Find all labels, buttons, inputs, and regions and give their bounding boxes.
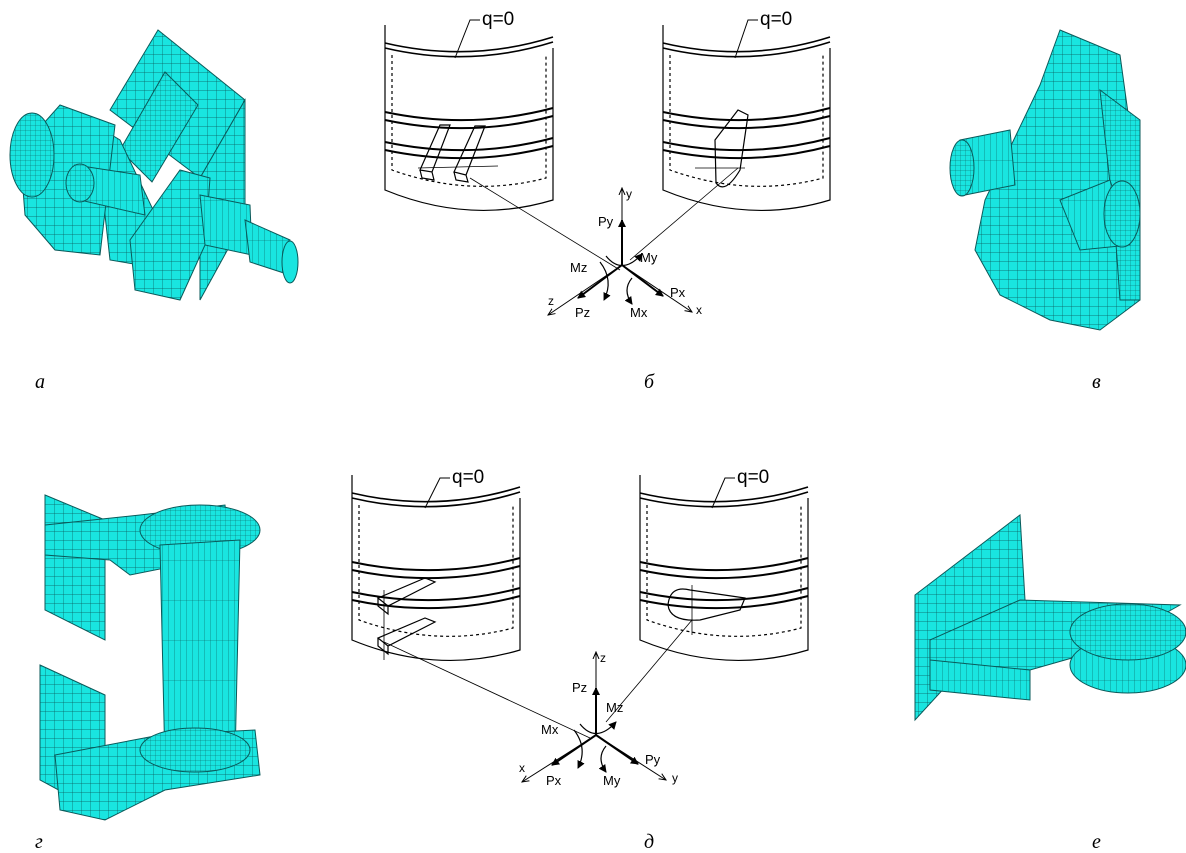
top-force-px: Px	[670, 285, 686, 300]
bottom-left-q-label: q=0	[452, 467, 484, 488]
shell-segment-right-bottom	[639, 475, 809, 662]
bottom-moment-mz: Mz	[606, 700, 623, 715]
top-left-q-label: q=0	[482, 9, 514, 30]
bottom-force-px: Px	[546, 773, 562, 788]
panel-label-g: г	[35, 831, 43, 853]
shell-segment-left	[384, 25, 554, 212]
bottom-axis-x-label: x	[519, 761, 525, 775]
bottom-axis-z-label: z	[600, 651, 606, 665]
panel-v-model	[949, 29, 1141, 331]
bottom-moment-mx: Mx	[541, 722, 559, 737]
top-axis-y-label: y	[626, 187, 632, 201]
shell-segment-left-bottom	[351, 475, 521, 662]
top-axis-z-label: z	[548, 294, 554, 308]
top-force-pz: Pz	[575, 305, 590, 320]
top-axis-x-label: x	[696, 303, 702, 317]
top-right-q-label: q=0	[760, 9, 792, 30]
bottom-force-pz: Pz	[572, 680, 587, 695]
top-axes: y z x Py My Mz Px Pz Mx	[548, 187, 702, 320]
panel-label-b: б	[644, 371, 655, 393]
panel-d-schematic: q=0 q=0 z x y Pz Mz Mx Py Px My	[351, 467, 809, 788]
panel-label-e: е	[1092, 831, 1101, 853]
panel-label-v: в	[1092, 371, 1101, 393]
top-moment-mz: Mz	[570, 260, 587, 275]
top-force-py: Py	[598, 214, 614, 229]
panel-b-schematic: q=0 q=0 y z x Py My Mz Px Pz Mx	[384, 9, 831, 320]
top-moment-my: My	[640, 250, 658, 265]
bottom-moment-my: My	[603, 773, 621, 788]
bottom-axis-y-label: y	[672, 771, 678, 785]
top-moment-mx: Mx	[630, 305, 648, 320]
bottom-force-py: Py	[645, 752, 661, 767]
panel-e-model	[914, 514, 1186, 722]
panel-label-a: а	[35, 371, 45, 393]
bottom-right-q-label: q=0	[737, 467, 769, 488]
shell-segment-right	[662, 25, 831, 212]
panel-label-d: д	[644, 831, 654, 853]
panel-a-model	[9, 29, 299, 301]
bottom-axes: z x y Pz Mz Mx Py Px My	[519, 651, 678, 788]
panel-g-model	[39, 494, 261, 821]
